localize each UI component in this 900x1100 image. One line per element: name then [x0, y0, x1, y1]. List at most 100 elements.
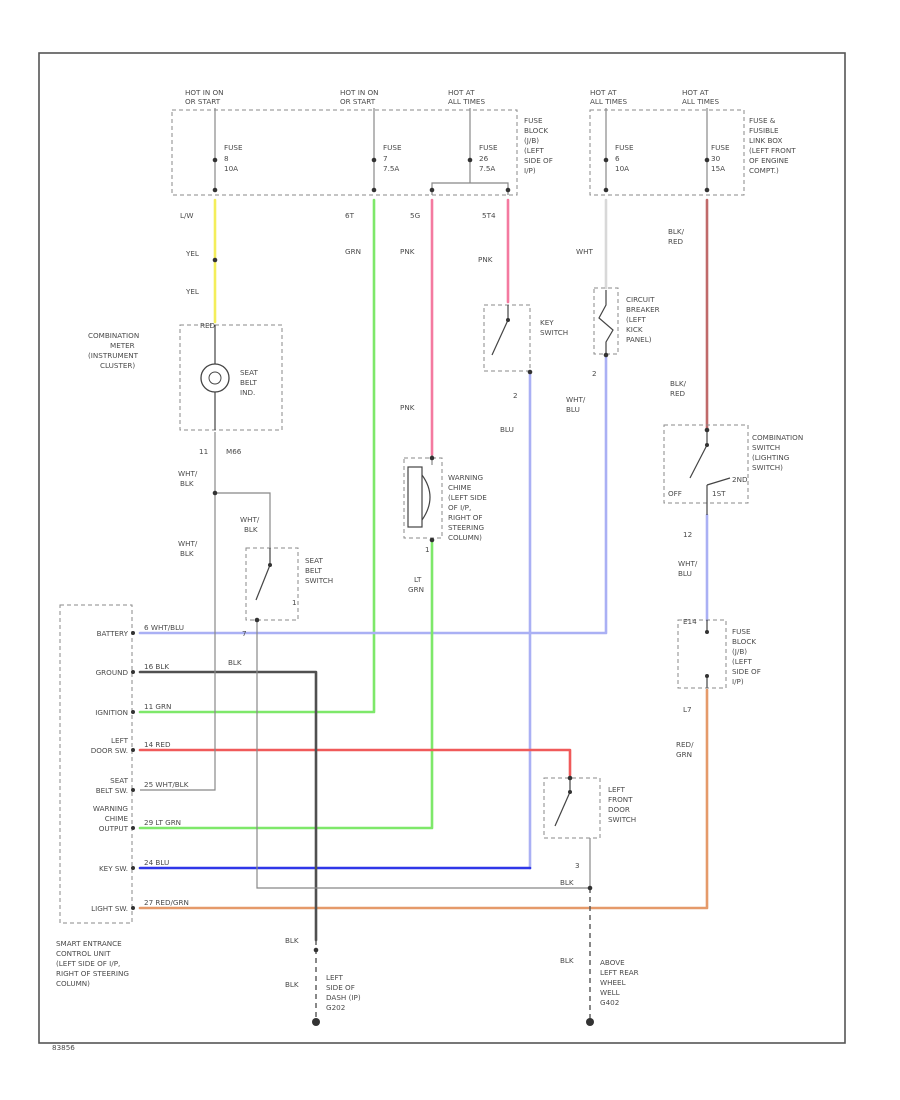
svg-text:RED: RED	[200, 321, 216, 330]
unit-pin-wire: 24 BLU	[144, 858, 169, 867]
svg-text:G202: G202	[326, 1003, 345, 1012]
seat-belt-lamp-icon	[200, 363, 230, 393]
svg-text:GRN: GRN	[408, 585, 424, 594]
svg-text:IND.: IND.	[240, 388, 255, 397]
svg-text:BLK: BLK	[560, 878, 574, 887]
svg-text:FUSE: FUSE	[524, 116, 543, 125]
svg-text:COMBINATION: COMBINATION	[88, 331, 139, 340]
svg-text:BLU: BLU	[500, 425, 514, 434]
corner-code: 83856	[52, 1043, 75, 1052]
fusible-link-box	[589, 109, 745, 196]
svg-text:I/P): I/P)	[524, 166, 536, 175]
unit-pin-dot	[131, 670, 135, 674]
svg-text:BLU: BLU	[678, 569, 692, 578]
svg-text:FUSE: FUSE	[615, 143, 634, 152]
svg-text:GRN: GRN	[676, 750, 692, 759]
svg-text:3: 3	[575, 861, 580, 870]
chime-coil-icon	[407, 466, 423, 528]
unit-pin-wire: 27 RED/GRN	[144, 898, 189, 907]
unit-pin-wire: 29 LT GRN	[144, 818, 181, 827]
ground-g202-icon	[312, 1018, 320, 1026]
svg-text:HOT AT: HOT AT	[590, 88, 617, 97]
combination-switch-blade	[689, 444, 708, 479]
key-switch-blade	[491, 319, 509, 356]
svg-text:WHT/: WHT/	[678, 559, 698, 568]
svg-text:METER: METER	[110, 341, 135, 350]
svg-text:FRONT: FRONT	[608, 795, 633, 804]
svg-text:CHIME: CHIME	[448, 483, 472, 492]
svg-text:8: 8	[224, 154, 229, 163]
ground-g402-icon	[586, 1018, 594, 1026]
svg-text:FUSE &: FUSE &	[749, 116, 776, 125]
combination-switch-2nd	[706, 477, 731, 486]
svg-text:ABOVE: ABOVE	[600, 958, 625, 967]
svg-text:CIRCUIT: CIRCUIT	[626, 295, 655, 304]
svg-text:WHT/: WHT/	[178, 539, 198, 548]
svg-text:(J/B): (J/B)	[524, 136, 539, 145]
ground-2-splice	[587, 885, 593, 891]
svg-text:1: 1	[292, 598, 297, 607]
svg-text:RIGHT OF: RIGHT OF	[448, 513, 483, 522]
svg-text:SWITCH): SWITCH)	[752, 463, 783, 472]
unit-pin-label: LEFT	[111, 736, 129, 745]
svg-text:LT: LT	[414, 575, 422, 584]
seat-belt-switch-box	[245, 547, 299, 621]
svg-text:HOT IN ON: HOT IN ON	[340, 88, 379, 97]
svg-text:6T: 6T	[345, 211, 355, 220]
fuse-block-2-box	[677, 619, 727, 689]
svg-text:(LEFT: (LEFT	[524, 146, 544, 155]
svg-text:BLK: BLK	[244, 525, 258, 534]
svg-text:COMPT.): COMPT.)	[749, 166, 779, 175]
svg-text:SIDE OF: SIDE OF	[524, 156, 553, 165]
unit-pin-wire: 25 WHT/BLK	[144, 780, 189, 789]
unit-pin-label: CHIME	[105, 814, 129, 823]
svg-text:ALL TIMES: ALL TIMES	[448, 97, 485, 106]
unit-pin-wire: 14 RED	[144, 740, 171, 749]
svg-text:6: 6	[615, 154, 620, 163]
svg-text:L7: L7	[683, 705, 692, 714]
unit-pin-label: BATTERY	[97, 629, 129, 638]
smart-entrance-unit-box	[59, 604, 133, 924]
diagram-frame	[38, 52, 846, 1044]
fusible-link-label: FUSE &FUSIBLE LINK BOX(LEFT FRONT OF ENG…	[749, 116, 796, 175]
svg-text:GRN: GRN	[345, 247, 361, 256]
unit-pin-dot	[131, 788, 135, 792]
svg-text:1: 1	[425, 545, 430, 554]
svg-text:BREAKER: BREAKER	[626, 305, 660, 314]
svg-text:WHT: WHT	[576, 247, 594, 256]
svg-text:WARNING: WARNING	[448, 473, 483, 482]
svg-text:BLK: BLK	[180, 479, 194, 488]
svg-text:WHT/: WHT/	[566, 395, 586, 404]
svg-text:PNK: PNK	[400, 247, 415, 256]
svg-text:OFF: OFF	[668, 489, 682, 498]
svg-text:1ST: 1ST	[712, 489, 726, 498]
svg-text:(LEFT FRONT: (LEFT FRONT	[749, 146, 796, 155]
svg-text:7.5A: 7.5A	[479, 164, 495, 173]
svg-text:YEL: YEL	[185, 249, 199, 258]
svg-text:30: 30	[711, 154, 721, 163]
seat-belt-switch-blade	[255, 564, 271, 601]
unit-pin-label: DOOR SW.	[91, 746, 128, 755]
unit-pin-wire: 11 GRN	[144, 702, 171, 711]
svg-text:HOT IN ON: HOT IN ON	[185, 88, 224, 97]
svg-text:CLUSTER): CLUSTER)	[100, 361, 135, 370]
svg-text:BLK: BLK	[285, 980, 299, 989]
svg-text:I/P): I/P)	[732, 677, 744, 686]
svg-text:BLOCK: BLOCK	[732, 637, 756, 646]
unit-pin-dot	[131, 906, 135, 910]
unit-pin-wire: 16 BLK	[144, 662, 169, 671]
svg-text:FUSIBLE: FUSIBLE	[749, 126, 779, 135]
wire-green-ignition	[138, 198, 376, 714]
